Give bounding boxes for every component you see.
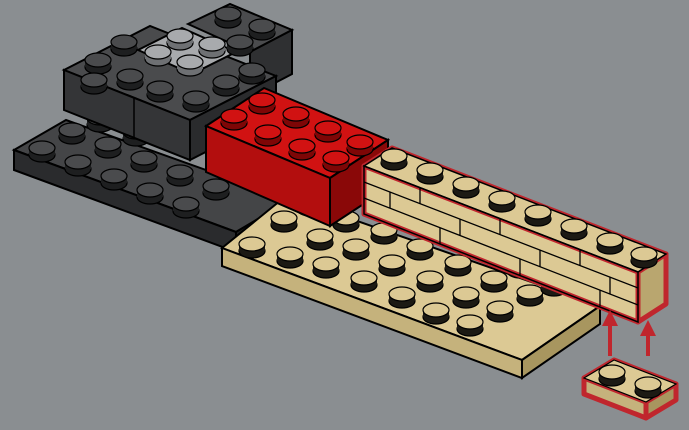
- small-tan-plate-1x2: [584, 360, 676, 418]
